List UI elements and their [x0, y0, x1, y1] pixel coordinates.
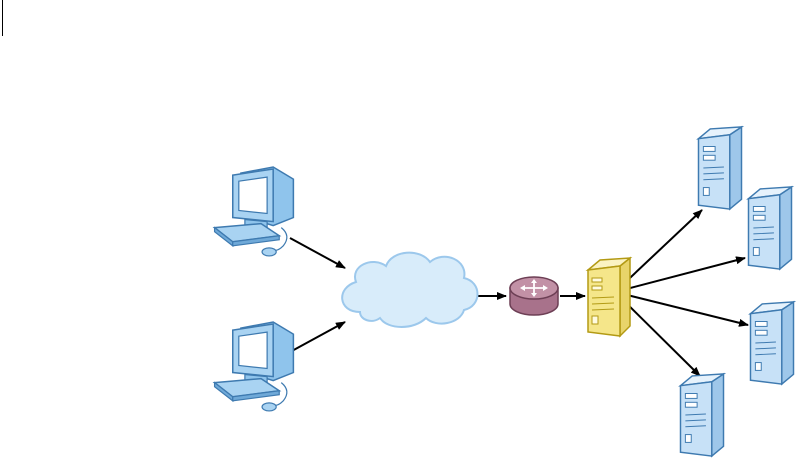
- router-icon: [510, 277, 558, 315]
- server-icon: [698, 127, 741, 209]
- edge-client2-cloud: [290, 322, 345, 352]
- server-icon: [588, 258, 630, 336]
- edge-client1-cloud: [290, 238, 345, 268]
- server-icon: [750, 302, 793, 384]
- cloud-icon: [342, 253, 477, 327]
- server-icon: [748, 187, 791, 269]
- edge-balancer-server3: [615, 292, 748, 325]
- server-icon: [680, 374, 723, 456]
- desktop-computer-icon: [215, 167, 294, 256]
- edge-balancer-server2: [615, 258, 745, 292]
- desktop-computer-icon: [215, 322, 294, 411]
